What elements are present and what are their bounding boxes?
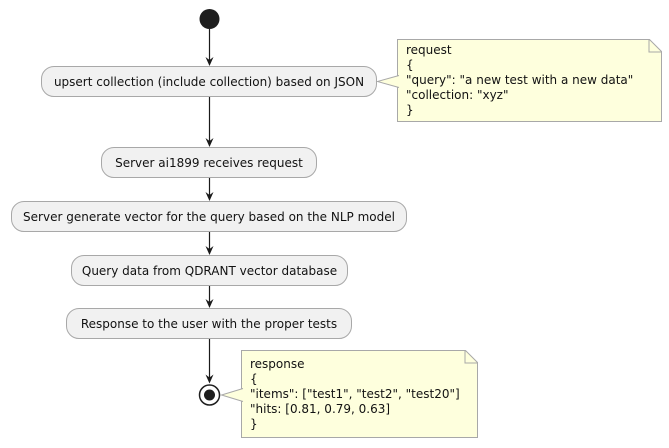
- activity-query-qdrant: Query data from QDRANT vector database: [71, 255, 348, 286]
- note-response: response { "items": ["test1", "test2", "…: [241, 350, 478, 438]
- folded-corner-icon: [464, 350, 478, 364]
- flow-arrow: [205, 339, 214, 384]
- note-line: "query": "a new test with a new data": [406, 73, 634, 87]
- note-connector-response: [219, 388, 244, 402]
- note-connector-request: [375, 75, 400, 88]
- note-line: {: [250, 371, 258, 386]
- note-line: {: [406, 58, 414, 72]
- start-node: [199, 9, 220, 29]
- note-line: "hits: [0.81, 0.79, 0.63]: [250, 401, 391, 416]
- flow-arrow: [205, 286, 214, 308]
- activity-server-receives-request: Server ai1899 receives request: [101, 147, 317, 178]
- note-line: "items": ["test1", "test2", "test20"]: [250, 386, 460, 401]
- note-line: "collection: "xyz": [406, 88, 509, 102]
- activity-response-to-user: Response to the user with the proper tes…: [66, 308, 352, 339]
- flow-arrow: [205, 97, 214, 147]
- flow-arrow: [205, 29, 214, 66]
- note-request: request { "query": "a new test with a ne…: [397, 39, 662, 122]
- note-line: }: [406, 103, 414, 117]
- note-line: }: [250, 416, 258, 431]
- flow-arrow: [205, 178, 214, 201]
- activity-upsert-collection: upsert collection (include collection) b…: [41, 66, 377, 97]
- folded-corner-icon: [648, 39, 662, 53]
- flow-arrow: [205, 232, 214, 255]
- activity-generate-vector: Server generate vector for the query bas…: [11, 201, 407, 232]
- note-line: response: [250, 356, 305, 371]
- end-node: [198, 384, 221, 406]
- note-line: request: [406, 43, 452, 57]
